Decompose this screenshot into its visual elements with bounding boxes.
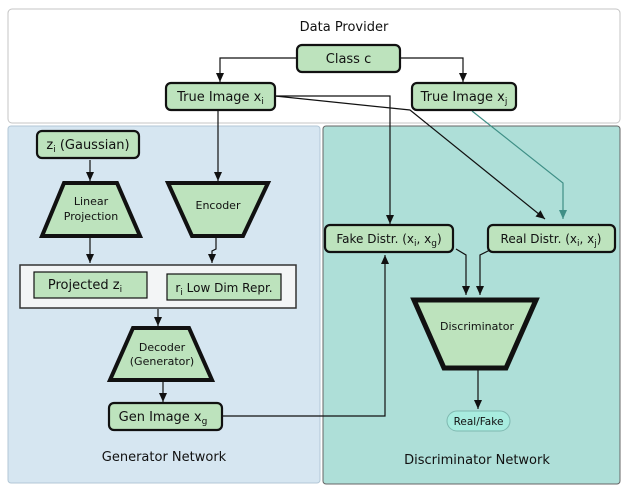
true-image-left-node: True Image xi bbox=[164, 81, 277, 112]
fake-distr-label: Fake Distr. (xi, xg) bbox=[336, 232, 441, 249]
real-fake-node: Real/Fake bbox=[446, 410, 511, 432]
arrow-encoder-to-latent bbox=[208, 236, 217, 263]
true-image-right-label: True Image xj bbox=[420, 90, 508, 107]
generator-network-title: Generator Network bbox=[102, 450, 227, 465]
low-dim-repr-node: ri Low Dim Repr. bbox=[166, 273, 282, 301]
real-distr-node: Real Distr. (xi, xj) bbox=[486, 223, 617, 254]
arrow-fake-distr-to-discriminator bbox=[455, 248, 470, 295]
data-provider-title: Data Provider bbox=[300, 20, 389, 35]
arrow-true-image-to-real-distr bbox=[274, 95, 546, 220]
arrow-class-to-true-image-left bbox=[216, 57, 297, 82]
linear-projection-line-2: Projection bbox=[64, 210, 118, 223]
linear-projection-line-1: Linear bbox=[74, 195, 109, 208]
decoder-line-1: Decoder bbox=[139, 341, 186, 354]
arrow-gen-image-to-fake-distr bbox=[222, 255, 389, 417]
encoder-label: Encoder bbox=[196, 199, 241, 212]
projected-z-node: Projected zi bbox=[33, 271, 148, 299]
linear-projection-node: Linear Projection bbox=[39, 181, 144, 238]
encoder-node: Encoder bbox=[164, 181, 272, 238]
fake-distr-node: Fake Distr. (xi, xg) bbox=[323, 223, 455, 254]
class-c-label: Class c bbox=[326, 52, 371, 67]
class-c-node: Class c bbox=[295, 43, 402, 74]
discriminator-node: Discriminator bbox=[410, 297, 540, 371]
true-image-left-label: True Image xi bbox=[176, 90, 264, 107]
z-gaussian-node: zi (Gaussian) bbox=[35, 129, 141, 160]
gen-image-node: Gen Image xg bbox=[107, 401, 224, 432]
arrow-real-distr-to-discriminator bbox=[476, 248, 493, 295]
arrow-class-to-true-image-right bbox=[400, 57, 467, 82]
low-dim-repr-label: ri Low Dim Repr. bbox=[175, 281, 272, 298]
arrow-true-image-right-to-real-distr bbox=[471, 110, 567, 219]
decoder-line-2: (Generator) bbox=[130, 355, 194, 368]
true-image-right-node: True Image xj bbox=[410, 81, 518, 112]
decoder-node: Decoder (Generator) bbox=[106, 326, 216, 382]
arrow-true-image-to-fake-distr bbox=[275, 95, 394, 224]
gen-image-label: Gen Image xg bbox=[119, 410, 208, 427]
z-gaussian-label: zi (Gaussian) bbox=[46, 138, 129, 155]
connectors bbox=[86, 57, 546, 417]
real-fake-label: Real/Fake bbox=[454, 416, 504, 428]
discriminator-label: Discriminator bbox=[440, 320, 514, 333]
projected-z-label: Projected zi bbox=[48, 278, 122, 295]
discriminator-network-title: Discriminator Network bbox=[404, 453, 550, 468]
real-distr-label: Real Distr. (xi, xj) bbox=[501, 232, 602, 249]
